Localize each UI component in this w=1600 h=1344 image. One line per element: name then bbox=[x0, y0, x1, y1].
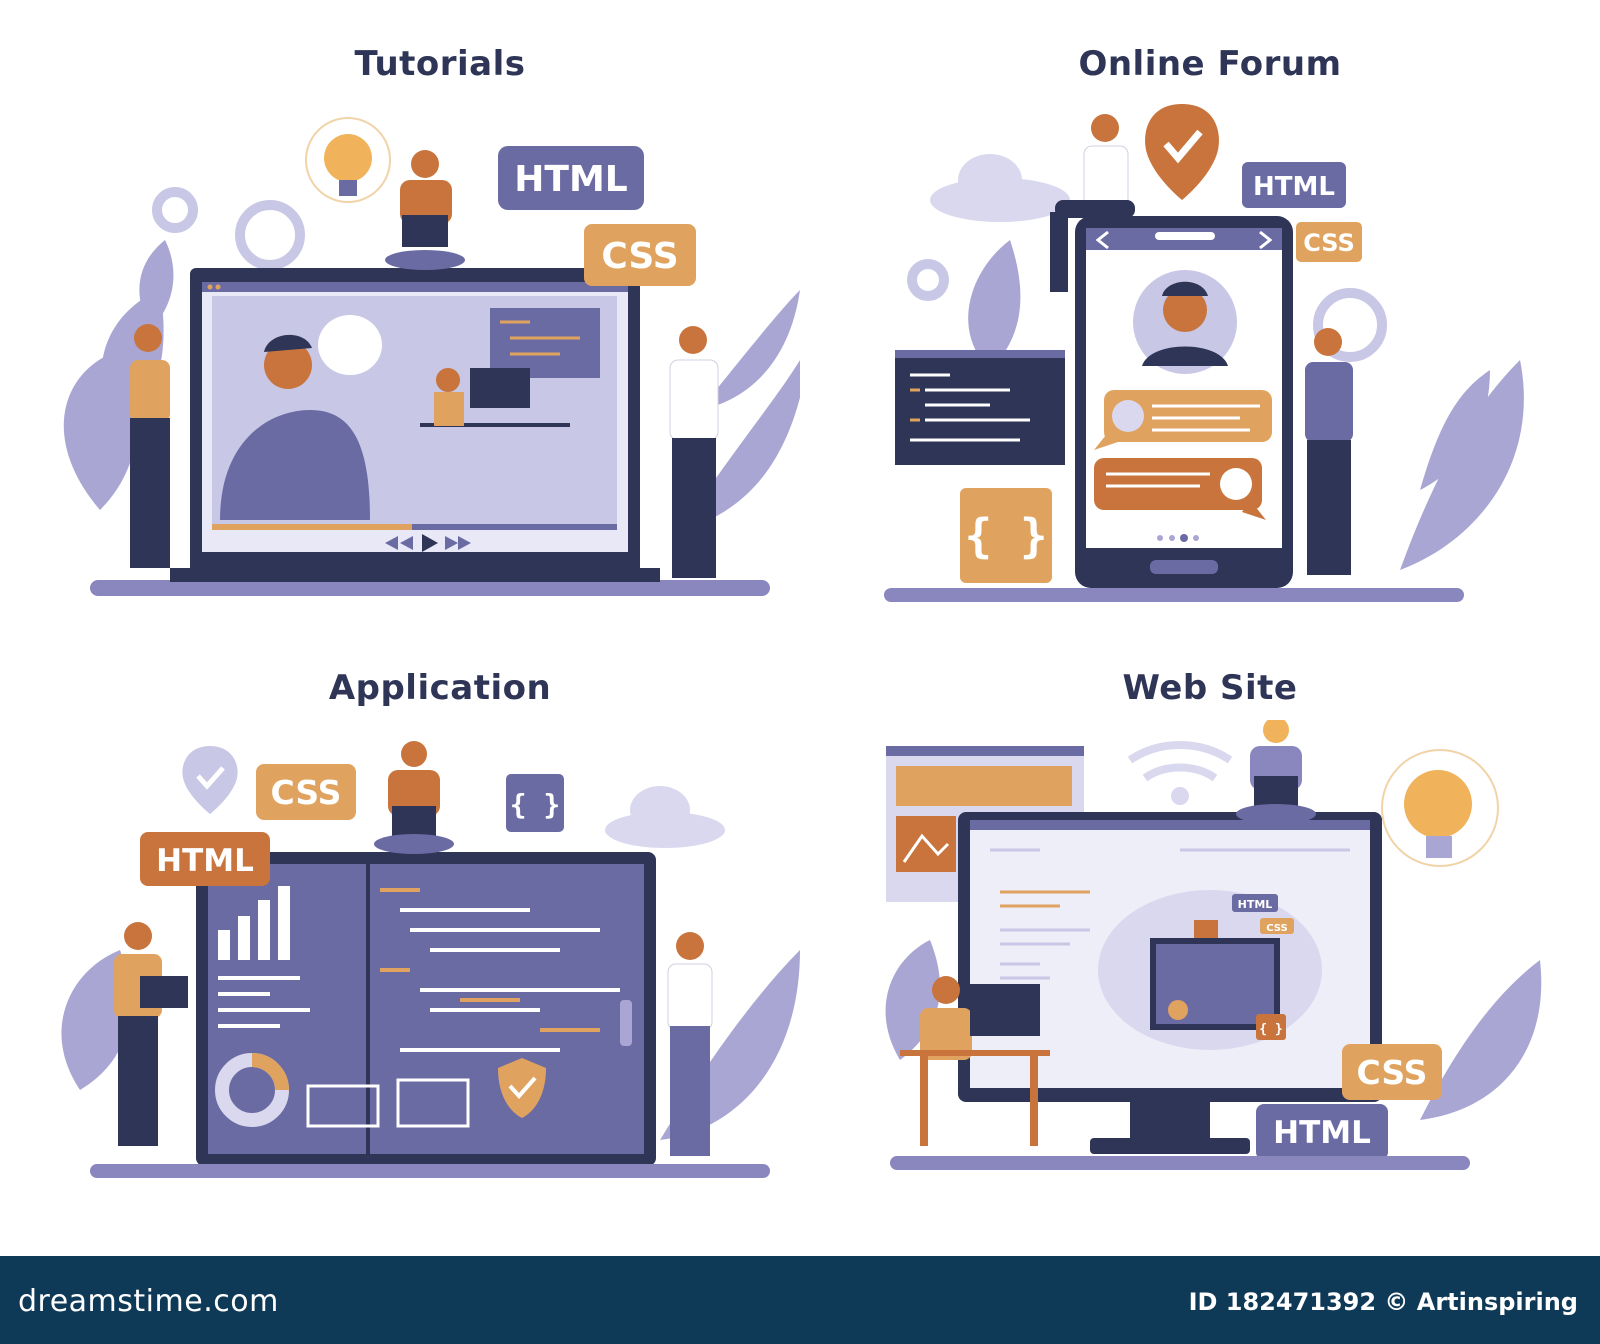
watermark-footer-bar: dreamstime.com ID 182471392 © Artinspiri… bbox=[0, 1256, 1600, 1344]
cloud-upload-icon bbox=[930, 154, 1070, 222]
html-tag-badge: HTML bbox=[1256, 1104, 1388, 1160]
chat-bubble-sent bbox=[1094, 458, 1266, 520]
html-tag-text: HTML bbox=[156, 843, 254, 879]
video-player bbox=[212, 296, 617, 530]
ground-line bbox=[90, 1164, 770, 1178]
ground-line bbox=[884, 588, 1464, 602]
css-tag-text: CSS bbox=[1303, 229, 1355, 257]
online-forum-illustration: { } bbox=[884, 104, 1524, 602]
person-man-with-laptop bbox=[114, 922, 188, 1146]
code-braces-box: { } bbox=[506, 774, 564, 832]
css-tag-text: CSS bbox=[1357, 1053, 1428, 1092]
lightbulb-icon bbox=[305, 117, 391, 203]
braces-text: { } bbox=[510, 788, 561, 821]
donut-chart-icon bbox=[215, 1053, 289, 1127]
person-working-at-desk bbox=[900, 976, 1050, 1146]
application-illustration: HTML CSS { } bbox=[61, 741, 800, 1178]
footer-logo: dreamstime.com bbox=[18, 1284, 279, 1319]
panel-title-application: Application bbox=[328, 668, 552, 708]
code-braces-box: { } bbox=[960, 488, 1052, 583]
person-sitting-with-laptop bbox=[385, 150, 465, 270]
mini-css-tag: CSS bbox=[1260, 918, 1294, 934]
tutorials-illustration: HTML CSS bbox=[63, 117, 800, 596]
person-man-right bbox=[669, 326, 719, 578]
svg-text:CSS: CSS bbox=[1266, 923, 1287, 934]
html-tag-badge: HTML bbox=[140, 832, 270, 886]
web-site-illustration: HTML CSS { } CSS HTML bbox=[885, 720, 1542, 1170]
check-pin-icon bbox=[182, 746, 238, 814]
person-woman-right bbox=[667, 932, 713, 1156]
wifi-icon bbox=[1127, 741, 1233, 805]
form-card bbox=[306, 1078, 470, 1128]
chat-bubble-received bbox=[1094, 390, 1272, 450]
person-sitting-with-laptop bbox=[374, 741, 454, 854]
css-tag-badge: CSS bbox=[1296, 222, 1362, 262]
mini-braces-box: { } bbox=[1256, 1014, 1286, 1040]
leaf-decoration bbox=[968, 240, 1524, 570]
person-woman-sitting-waving bbox=[1050, 114, 1135, 292]
pagination-dots bbox=[1157, 534, 1199, 542]
person-man-with-phone bbox=[1305, 328, 1353, 575]
html-tag-badge: HTML bbox=[498, 146, 644, 210]
footer-image-id: ID 182471392 © Artinspiring bbox=[1188, 1288, 1578, 1316]
gear-icon bbox=[152, 187, 305, 270]
svg-text:{ }: { } bbox=[1259, 1022, 1282, 1037]
css-tag-text: CSS bbox=[271, 773, 342, 812]
css-tag-text: CSS bbox=[601, 236, 678, 277]
svg-text:HTML: HTML bbox=[1238, 898, 1273, 911]
person-sitting-with-laptop bbox=[1236, 720, 1316, 824]
code-lines bbox=[218, 888, 620, 1052]
gear-icon bbox=[907, 259, 1387, 362]
mini-html-tag: HTML bbox=[1232, 894, 1278, 912]
bar-chart-icon bbox=[218, 886, 290, 960]
website-content-lines bbox=[990, 848, 1350, 980]
html-tag-badge: HTML bbox=[1242, 162, 1346, 208]
avatar bbox=[1133, 270, 1237, 374]
panel-title-web-site: Web Site bbox=[1122, 668, 1298, 708]
panel-title-tutorials: Tutorials bbox=[354, 44, 526, 84]
cloud-upload-icon bbox=[605, 786, 725, 848]
back-arrow-icon[interactable] bbox=[1095, 230, 1109, 250]
html-tag-text: HTML bbox=[1253, 172, 1335, 202]
ground-line bbox=[890, 1156, 1470, 1170]
forward-arrow-icon[interactable] bbox=[1259, 230, 1273, 250]
playback-controls[interactable] bbox=[385, 534, 471, 552]
lightbulb-icon bbox=[1381, 749, 1499, 867]
html-tag-text: HTML bbox=[514, 159, 627, 200]
css-tag-badge: CSS bbox=[1342, 1044, 1442, 1100]
css-tag-badge: CSS bbox=[584, 224, 696, 286]
mini-illustration: HTML CSS { } bbox=[1098, 890, 1322, 1050]
shield-check-icon bbox=[498, 1058, 546, 1118]
check-pin-icon bbox=[1145, 104, 1219, 200]
html-tag-text: HTML bbox=[1273, 1115, 1371, 1151]
code-window bbox=[895, 350, 1065, 465]
css-tag-badge: CSS bbox=[256, 764, 356, 820]
panel-title-online-forum: Online Forum bbox=[1078, 44, 1342, 84]
person-woman-left bbox=[130, 324, 170, 568]
braces-text: { } bbox=[964, 509, 1047, 563]
